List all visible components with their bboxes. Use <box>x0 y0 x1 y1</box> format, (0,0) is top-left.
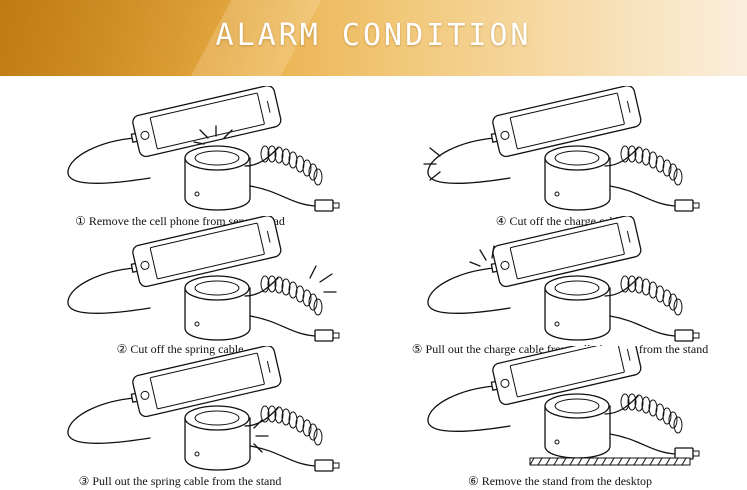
panel-remove-phone <box>40 86 400 216</box>
device-illustration <box>427 346 700 466</box>
panel-pull-charge-cable <box>400 216 747 346</box>
panel-remove-stand <box>400 346 747 476</box>
page-title: ALARM CONDITION <box>215 18 532 53</box>
device-illustration <box>67 86 340 212</box>
device-illustration <box>427 216 700 342</box>
device-illustration <box>67 346 340 472</box>
caption-3: ③ Pull out the spring cable from the sta… <box>78 474 282 488</box>
header-banner: ALARM CONDITION <box>0 0 747 76</box>
device-illustration <box>67 216 340 342</box>
caption-2: ② Cut off the spring cable <box>116 342 244 356</box>
desktop-surface <box>529 457 691 466</box>
alarm-burst-icon <box>423 147 441 181</box>
panel-pull-spring-cable <box>40 346 400 476</box>
alarm-burst-icon <box>309 265 337 293</box>
panel-cut-charge-cable <box>400 86 747 216</box>
alarm-burst-icon <box>253 419 269 453</box>
device-illustration <box>423 86 700 212</box>
alarm-burst-icon <box>193 125 233 145</box>
panel-cut-spring-cable <box>40 216 400 346</box>
caption-6: ⑥ Remove the stand from the desktop <box>467 474 653 488</box>
alarm-burst-icon <box>469 245 495 267</box>
